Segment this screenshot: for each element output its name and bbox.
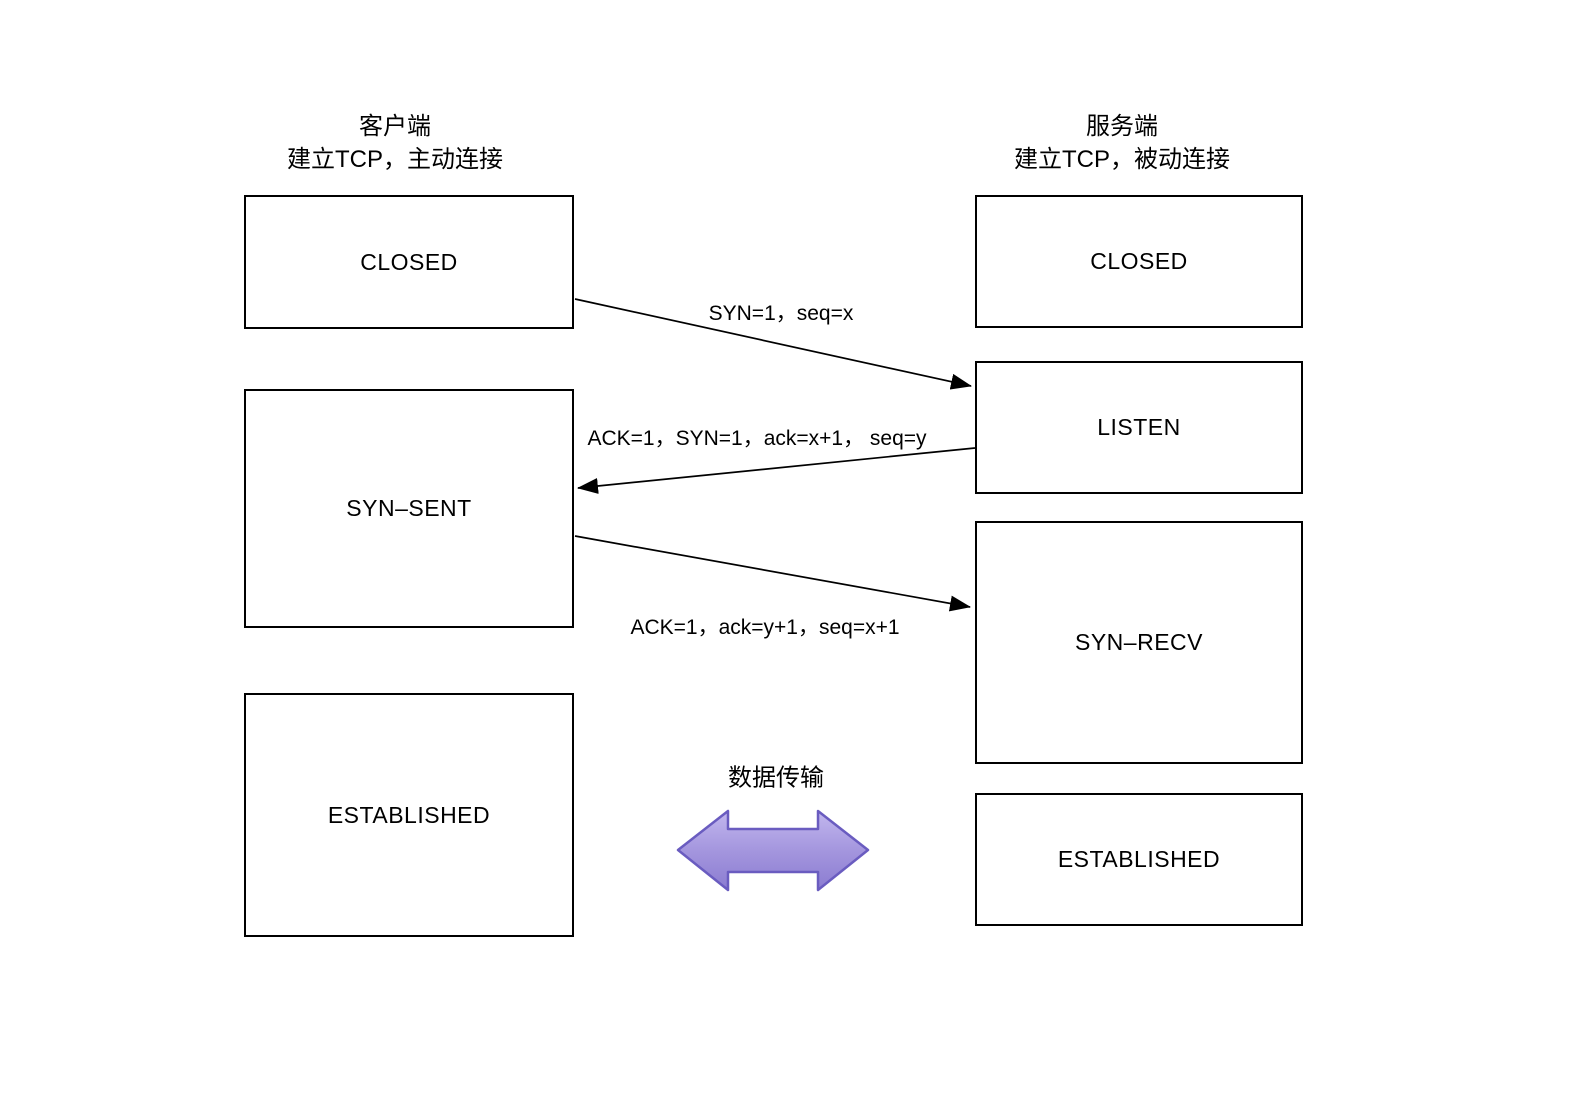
syn-ack-arrow	[577, 447, 976, 494]
client-subtitle: 建立TCP，主动连接	[287, 146, 503, 173]
server-title: 服务端	[1086, 113, 1158, 140]
state-label: ESTABLISHED	[1057, 846, 1221, 872]
ack-arrow	[574, 535, 971, 612]
server-state-listen: LISTEN	[975, 361, 1303, 494]
client-state-syn-sent: SYN–SENT	[244, 389, 574, 628]
state-label: CLOSED	[1090, 248, 1188, 274]
client-state-established: ESTABLISHED	[244, 693, 574, 937]
server-subtitle: 建立TCP，被动连接	[1014, 146, 1230, 173]
ack-message-label: ACK=1，ack=y+1，seq=x+1	[630, 616, 900, 639]
client-title: 客户端	[359, 113, 431, 140]
client-state-closed: CLOSED	[244, 195, 574, 329]
data-transfer-label: 数据传输	[728, 764, 824, 792]
state-label: SYN–SENT	[346, 495, 472, 521]
state-label: ESTABLISHED	[327, 801, 491, 828]
server-state-closed: CLOSED	[975, 195, 1303, 328]
state-label: CLOSED	[360, 248, 458, 275]
state-label: LISTEN	[1097, 414, 1181, 440]
server-state-syn-recv: SYN–RECV	[975, 521, 1303, 764]
syn-message-label: SYN=1，seq=x	[708, 302, 854, 325]
client-column-header: 客户端 建立TCP，主动连接	[287, 110, 503, 176]
server-column-header: 服务端 建立TCP，被动连接	[1014, 110, 1230, 176]
state-label: SYN–RECV	[1075, 629, 1203, 655]
data-transfer-arrow	[676, 809, 870, 892]
syn-ack-message-label: ACK=1，SYN=1，ack=x+1， seq=y	[587, 427, 927, 450]
server-state-established: ESTABLISHED	[975, 793, 1303, 926]
